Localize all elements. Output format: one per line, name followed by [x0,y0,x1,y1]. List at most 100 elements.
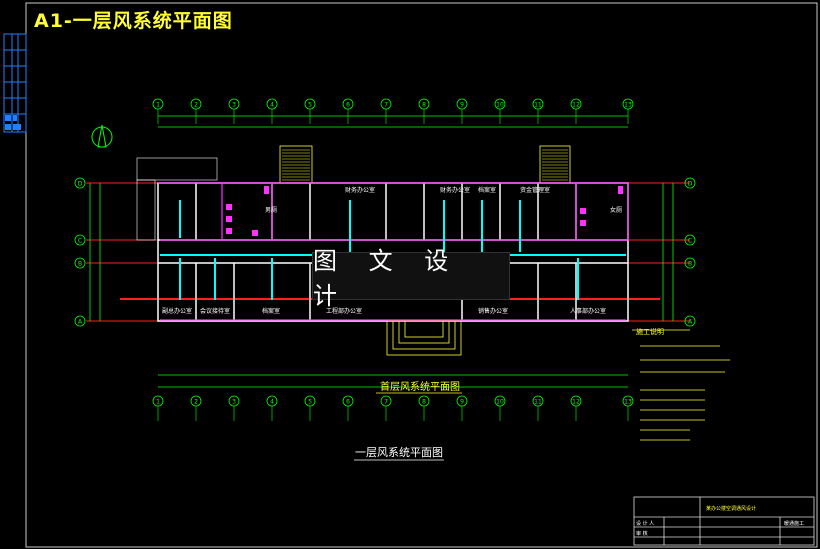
axis-label: D [78,181,83,188]
axis-bubble [152,395,164,407]
title-block [633,496,815,546]
axis-bubble [684,234,696,246]
axis-label: 9 [460,102,464,109]
exterior-steps [136,157,218,241]
axis-bubble [494,98,506,110]
axis-bubble [418,395,430,407]
axis-label: A [688,319,693,326]
toilet-walls [158,182,629,321]
axis-bubbles-side: D D C C B B A A [74,177,696,327]
fixtures [226,186,623,236]
drawing-title: A1-一层风系统平面图 [34,10,233,32]
room-label: 男厕 [265,207,277,214]
room-labels: 财务办公室财务办公室档案室资金管理室男厕女厕副总办公室会议接待室档案室工程部办公… [162,186,622,315]
axis-bubble [228,395,240,407]
axis-label: 2 [194,102,198,109]
axis-label: B [78,261,82,268]
plan-caption: 首层风系统平面图 [380,380,460,393]
room-label: 女厕 [610,206,622,214]
notes-lines [632,329,730,441]
lower-caption: 一层风系统平面图 [355,446,443,459]
axis-label: 13 [624,399,632,406]
stair-treads [282,149,568,181]
axis-label: 5 [308,399,312,406]
title-block-review: 审 核 [636,530,648,537]
binding-strip [3,33,27,133]
room-label: 财务办公室 [440,186,470,194]
title-block-project: 某办公楼空调通风设计 [706,505,756,512]
axis-bubble [380,98,392,110]
axis-label: 12 [572,399,580,406]
axis-bubble [684,257,696,269]
axis-label: D [688,181,693,188]
axis-bubble [304,98,316,110]
axis-label: 3 [232,102,236,109]
room-label: 销售办公室 [478,307,508,315]
axis-label: 8 [422,399,426,406]
axis-label: 11 [534,399,542,406]
room-label: 工程部办公室 [326,307,362,315]
axis-bubble [622,98,634,110]
room-label: 人事部办公室 [570,307,606,315]
axis-label: 7 [384,399,388,406]
north-arrow [91,124,113,148]
axis-bubble [684,177,696,189]
room-label: 资金管理室 [520,186,550,194]
binding-marks [5,115,21,130]
axis-label: A [78,319,83,326]
axis-bubble [190,98,202,110]
title-block-designer: 设 计 人 [636,520,654,527]
watermark: 图 文 设 计 [312,247,510,310]
axis-label: 4 [270,399,274,406]
axis-bubble [74,315,86,327]
axis-bubble [570,98,582,110]
axis-bubble [622,395,634,407]
room-label: 档案室 [478,186,496,194]
axis-label: C [688,238,692,245]
room-label: 档案室 [262,307,280,315]
axis-bubble [304,395,316,407]
axis-label: 10 [496,399,504,406]
drawing-border [25,2,818,548]
axis-bubble [342,98,354,110]
axis-label: 1 [156,102,160,109]
room-label: 财务办公室 [345,186,375,194]
axis-bubble [342,395,354,407]
axis-label: B [688,261,692,268]
dimension-chains [89,115,674,388]
axis-label: 4 [270,102,274,109]
axis-bubble [494,395,506,407]
notes-heading: 施工说明 [636,327,664,336]
axis-label: 6 [346,399,350,406]
axis-label: 12 [572,102,580,109]
axis-bubble [228,98,240,110]
axis-label: 13 [624,102,632,109]
axis-bubble [266,395,278,407]
axis-label: C [78,238,82,245]
axis-label: 2 [194,399,198,406]
axis-label: 5 [308,102,312,109]
axis-bubble [74,177,86,189]
axis-bubble [74,257,86,269]
axis-bubble [684,315,696,327]
axis-label: 10 [496,102,504,109]
axis-bubble [418,98,430,110]
axis-bubble [570,395,582,407]
axis-bubble [532,395,544,407]
axis-bubble [380,395,392,407]
axis-bubble [152,98,164,110]
room-label: 副总办公室 [162,307,192,315]
axis-label: 7 [384,102,388,109]
axis-label: 6 [346,102,350,109]
axis-bubble [190,395,202,407]
axis-bubble [266,98,278,110]
axis-label: 1 [156,399,160,406]
room-label: 会议接待室 [200,307,230,315]
axis-bubble [456,98,468,110]
axis-label: 9 [460,399,464,406]
stairs [279,145,571,356]
